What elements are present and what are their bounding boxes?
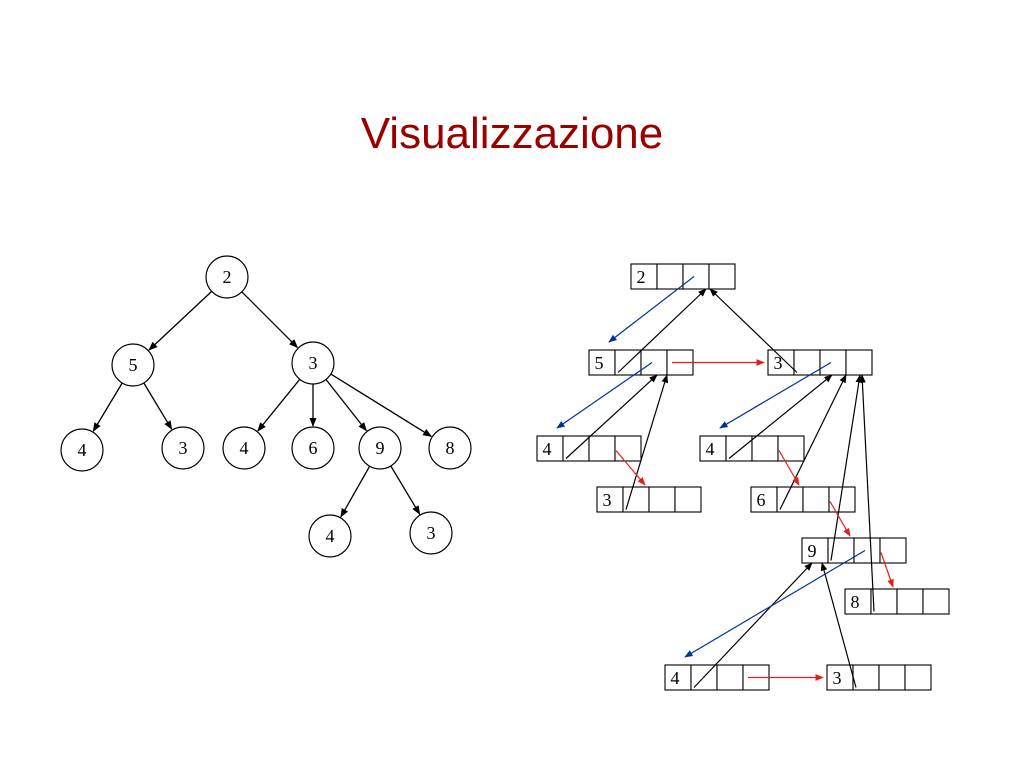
tree-edge-arrow [257,378,301,432]
sibling-link-arrow [880,552,894,588]
record-node-label: 2 [637,267,646,287]
tree-node-label: 4 [240,438,249,458]
record-child-cell [682,263,710,290]
record-child-cell [896,588,924,615]
record-sibling-cell [777,435,805,462]
tree-node-label: 4 [78,440,87,460]
tree-node-label: 3 [427,523,436,543]
tree-edge-arrow [330,373,433,437]
tree-edge-arrow [241,291,299,349]
parent-link-arrow [565,374,658,459]
tree-edge-arrow [148,290,213,351]
tree-edge-arrow [92,382,123,432]
tree-edge-arrow [390,465,421,515]
record-node-label: 8 [851,592,860,612]
tree-node-label: 2 [223,267,232,287]
tree-node-label: 3 [179,438,188,458]
record-parent-cell [656,263,684,290]
first-child-link-arrow [556,362,653,429]
tree-edge-arrow [143,382,173,430]
record-child-cell [640,349,668,376]
tree-node-circle [409,511,453,555]
parent-link-arrow [625,374,669,510]
record-node-label: 6 [757,490,766,510]
parent-link-arrow [779,374,847,510]
tree-node-circle [205,255,249,299]
record-value-cell [596,486,624,513]
left-tree: 2 5 3 4 3 4 6 9 8 4 3 [60,255,472,558]
slide-title: Visualizzazione [360,109,664,158]
first-child-link-arrow [608,276,695,343]
record-node-label: 4 [671,668,680,688]
record-sibling-cell [614,435,642,462]
sibling-link-arrow [829,501,851,537]
record-value-cell [664,664,692,691]
tree-node-label: 8 [446,438,455,458]
record-value-cell [536,435,564,462]
tree-node-circle [308,514,352,558]
record-parent-cell [622,486,650,513]
tree-node-label: 3 [309,353,318,373]
record-node-label: 4 [543,439,552,459]
record-child-cell [648,486,676,513]
record-child-cell [819,349,847,376]
record-sibling-cell [845,349,873,376]
tree-node-circle [358,426,402,470]
record-sibling-cell [922,588,950,615]
tree-edge-arrow [340,465,371,518]
record-node-label: 3 [603,490,612,510]
parent-link-arrow [859,374,875,612]
record-child-cell [588,435,616,462]
record-parent-cell [870,588,898,615]
record-child-cell [878,664,906,691]
tree-node-circle [60,428,104,472]
record-node-label: 4 [706,439,715,459]
record-parent-cell [852,664,880,691]
parent-link-arrow [830,374,863,561]
tree-node-label: 6 [309,438,318,458]
sibling-link-arrow [615,450,646,486]
tree-node-circle [161,426,205,470]
record-child-cell [716,664,744,691]
tree-node-label: 9 [376,438,385,458]
record-node-label: 3 [774,353,783,373]
record-sibling-cell [708,263,736,290]
sibling-link-arrow [778,450,800,486]
record-sibling-cell [879,537,907,564]
record-node-label: 5 [595,353,604,373]
record-child-cell [802,486,830,513]
record-sibling-cell [904,664,932,691]
parent-link-arrow [617,288,707,373]
tree-node-circle [291,341,335,385]
record-value-cell [699,435,727,462]
record-node-label: 9 [808,541,817,561]
parent-link-arrow [820,562,857,688]
record-sibling-cell [674,486,702,513]
record-value-cell [826,664,854,691]
tree-node-circle [428,426,472,470]
tree-node-label: 4 [326,526,335,546]
record-node-label: 3 [833,668,842,688]
first-child-link-arrow [719,361,832,429]
record-value-cell [767,349,795,376]
parent-link-arrow [693,562,813,688]
record-child-cell [853,537,881,564]
tree-node-circle [222,426,266,470]
tree-node-label: 5 [129,355,138,375]
tree-node-circle [111,343,155,387]
first-child-link-arrow [684,549,866,658]
record-sibling-cell [828,486,856,513]
parent-link-arrow [709,288,798,373]
record-value-cell [630,263,658,290]
right-record-tree: 2 5 3 4 3 4 6 9 8 4 3 [536,263,950,691]
tree-edge-arrow [325,379,367,432]
tree-node-circle [291,426,335,470]
parent-link-arrow [728,374,833,459]
record-child-cell [751,435,779,462]
